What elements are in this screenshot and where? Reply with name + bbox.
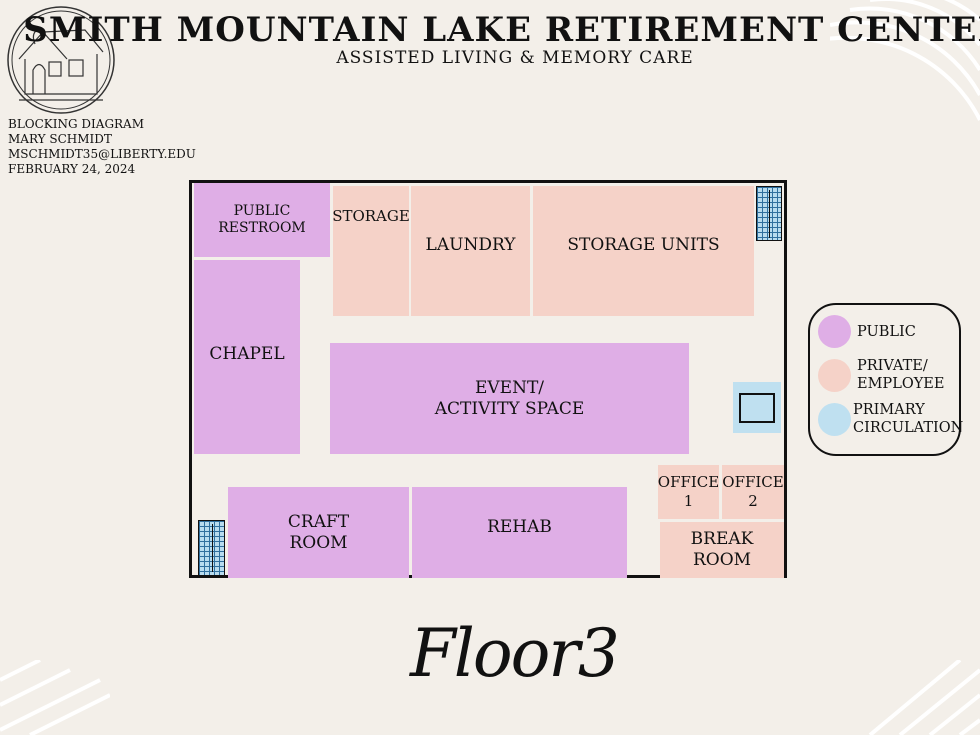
room-office-2: OFFICE 2	[722, 465, 784, 519]
public-swatch	[818, 315, 851, 348]
decorative-lines-bottom-left	[0, 660, 110, 735]
legend-item-private: PRIVATE/ EMPLOYEE	[818, 357, 944, 393]
page-subtitle: ASSISTED LIVING & MEMORY CARE	[336, 48, 694, 68]
author-email: MSCHMIDT35@LIBERTY.EDU	[8, 147, 196, 161]
decorative-lines-bottom-right	[868, 660, 980, 735]
legend-item-circulation: PRIMARY CIRCULATION	[818, 401, 963, 437]
room-laundry: LAUNDRY	[411, 186, 530, 316]
date: FEBRUARY 24, 2024	[8, 162, 136, 176]
stairs-southwest	[198, 520, 225, 576]
stair-arrow-icon	[769, 190, 770, 238]
room-event-activity-space: EVENT/ ACTIVITY SPACE	[330, 343, 689, 454]
room-office-1: OFFICE 1	[658, 465, 719, 519]
elevator	[733, 382, 781, 433]
project-info: BLOCKING DIAGRAM MARY SCHMIDT MSCHMIDT35…	[8, 117, 196, 177]
stairs-northeast	[756, 186, 782, 241]
room-chapel: CHAPEL	[194, 260, 300, 454]
diagram-type: BLOCKING DIAGRAM	[8, 117, 145, 131]
circulation-swatch	[818, 402, 851, 436]
legend-label-private: PRIVATE/ EMPLOYEE	[857, 358, 945, 392]
legend: PUBLIC PRIVATE/ EMPLOYEE PRIMARY CIRCULA…	[808, 303, 963, 456]
legend-label-public: PUBLIC	[857, 323, 916, 340]
room-break-room: BREAK ROOM	[660, 522, 784, 578]
stair-arrow-icon	[211, 524, 213, 572]
page-title: SMITH MOUNTAIN LAKE RETIREMENT CENTER	[23, 10, 980, 50]
legend-item-public: PUBLIC	[818, 315, 916, 348]
private-swatch	[818, 358, 851, 392]
floor-label: Floor3	[410, 615, 620, 692]
floor-plan: PUBLIC RESTROOM STORAGE LAUNDRY STORAGE …	[189, 180, 787, 578]
legend-label-circulation: PRIMARY CIRCULATION	[853, 402, 964, 436]
room-public-restroom: PUBLIC RESTROOM	[194, 183, 330, 257]
decorative-arcs-top-right	[830, 0, 980, 121]
author-name: MARY SCHMIDT	[8, 132, 112, 146]
room-rehab: REHAB	[412, 487, 627, 578]
room-storage-units: STORAGE UNITS	[533, 186, 754, 316]
elevator-icon	[739, 392, 775, 423]
house-logo	[7, 6, 115, 114]
room-craft-room: CRAFT ROOM	[228, 487, 409, 578]
room-storage: STORAGE	[332, 186, 410, 316]
